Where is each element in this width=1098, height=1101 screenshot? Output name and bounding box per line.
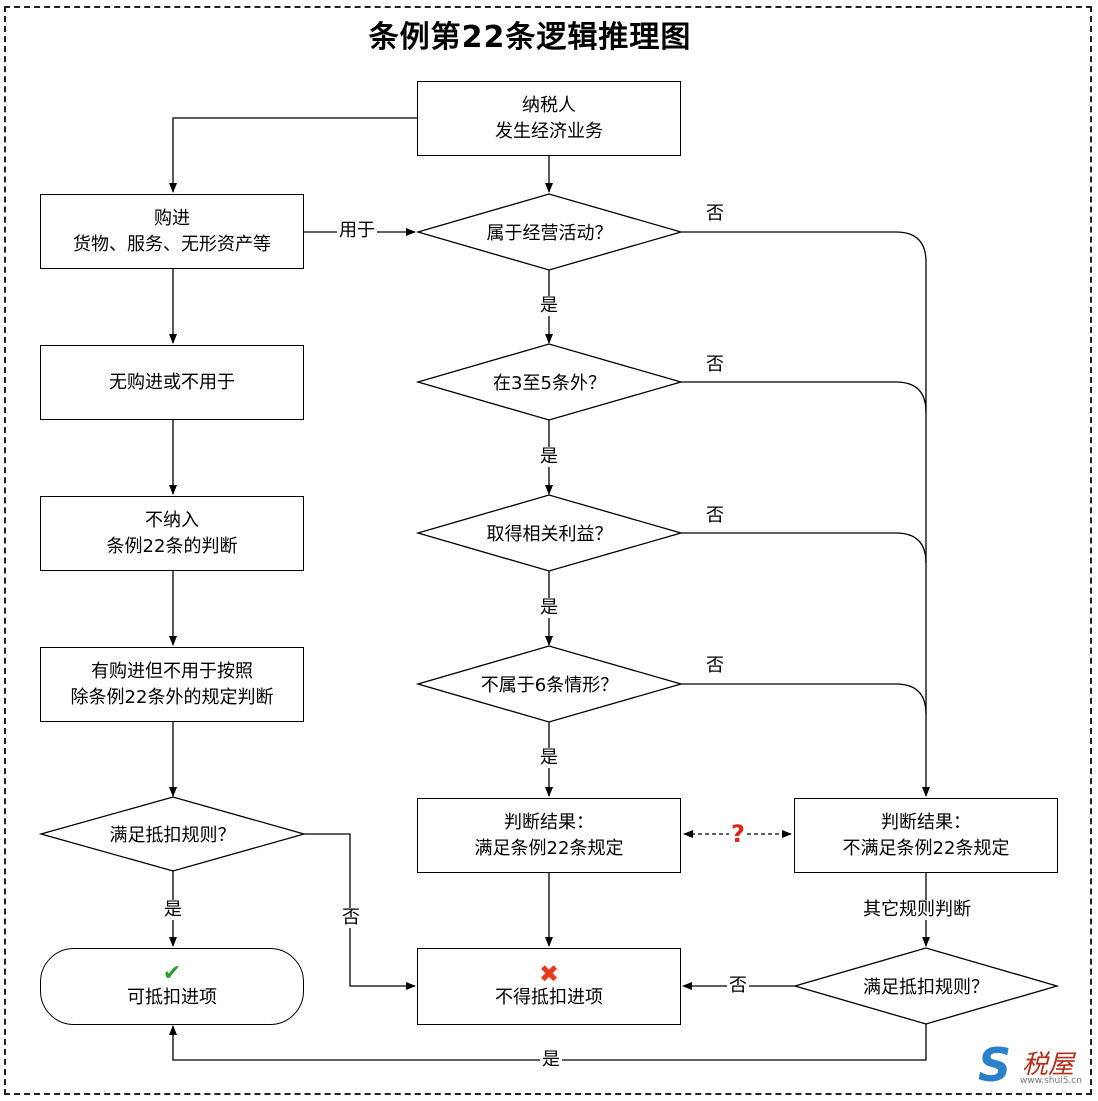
edge-not6-no — [681, 683, 927, 715]
edge-start-to-purchase — [169, 117, 417, 193]
node-no-purchase: 无购进或不用于 — [40, 345, 304, 420]
node-line: 判断结果： — [504, 811, 594, 833]
label-yes-benefit: 是 — [538, 597, 560, 618]
node-other-rules: 有购进但不用于按照 除条例22条外的规定判断 — [40, 647, 304, 722]
node-line: 无购进或不用于 — [109, 371, 235, 393]
decision-diamond-business — [415, 193, 684, 271]
question-business: 属于经营活动？ — [486, 223, 613, 244]
decision-diamond-benefit — [415, 494, 684, 572]
node-not-included: 不纳入 条例22条的判断 — [40, 496, 304, 571]
decision-diamond-right-deduct — [792, 947, 1060, 1025]
logo-s-icon: S — [978, 1038, 1012, 1092]
label-no-outside: 否 — [704, 354, 726, 375]
label-yes-right-deduct: 是 — [540, 1049, 562, 1070]
label-yes-business: 是 — [538, 295, 560, 316]
watermark-logo: S 税屋 www.shui5.cn — [976, 1040, 1094, 1092]
node-line: 可抵扣进项 — [127, 986, 217, 1008]
edge-business-no — [681, 231, 930, 797]
edge-benefit-no — [681, 532, 927, 564]
question-not-6: 不属于6条情形？ — [480, 675, 619, 696]
node-line: 纳税人 — [522, 94, 576, 116]
page-title: 条例第22条逻辑推理图 — [368, 20, 692, 55]
node-line: 不得抵扣进项 — [495, 986, 603, 1008]
node-line: 不纳入 — [145, 509, 199, 531]
label-yes-not6: 是 — [538, 747, 560, 768]
label-no-business: 否 — [704, 203, 726, 224]
cross-icon: ✖ — [538, 959, 560, 988]
dashed-border-frame — [4, 6, 1092, 1095]
question-right-deduct: 满足抵扣规则？ — [863, 977, 989, 998]
node-line: 满足条例22条规定 — [474, 837, 624, 859]
node-line: 不满足条例22条规定 — [842, 837, 1010, 859]
decision-diamond-not-6 — [415, 645, 684, 723]
node-line: 除条例22条外的规定判断 — [70, 686, 274, 708]
watermark-brand: 税屋 — [1022, 1050, 1075, 1080]
question-benefit: 取得相关利益？ — [486, 524, 613, 545]
watermark-url: www.shui5.cn — [1020, 1076, 1082, 1086]
label-yes-left-deduct: 是 — [162, 899, 184, 920]
check-icon: ✔ — [162, 960, 182, 986]
node-line: 发生经济业务 — [495, 120, 603, 142]
question-outside-3-5: 在3至5条外？ — [493, 373, 606, 394]
node-taxpayer-business: 纳税人 发生经济业务 — [417, 81, 681, 156]
label-no-not6: 否 — [704, 655, 726, 676]
label-yes-outside: 是 — [538, 446, 560, 467]
label-no-benefit: 否 — [704, 505, 726, 526]
label-no-right-deduct: 否 — [727, 975, 749, 996]
node-line: 有购进但不用于按照 — [91, 660, 253, 682]
node-result-satisfy: 判断结果： 满足条例22条规定 — [417, 798, 681, 873]
node-line: 判断结果： — [881, 811, 971, 833]
label-other-rule-judgment: 其它规则判断 — [861, 899, 973, 920]
node-line: 购进 — [154, 207, 190, 229]
decision-diamond-left-deduct — [38, 796, 307, 872]
node-purchase: 购进 货物、服务、无形资产等 — [40, 194, 304, 269]
node-deductible: ✔ 可抵扣进项 — [40, 948, 304, 1025]
label-no-left-deduct: 否 — [340, 907, 362, 928]
node-line: 货物、服务、无形资产等 — [73, 233, 271, 255]
question-left-deduct: 满足抵扣规则？ — [109, 825, 236, 846]
decision-diamond-outside-3-5 — [415, 343, 684, 421]
question-mark-icon: ? — [729, 820, 747, 848]
label-used-for: 用于 — [337, 220, 377, 241]
node-line: 条例22条的判断 — [106, 535, 238, 557]
node-non-deductible: ✖ 不得抵扣进项 — [417, 948, 681, 1025]
node-result-not-satisfy: 判断结果： 不满足条例22条规定 — [794, 798, 1058, 873]
edge-outside-no — [681, 381, 927, 413]
